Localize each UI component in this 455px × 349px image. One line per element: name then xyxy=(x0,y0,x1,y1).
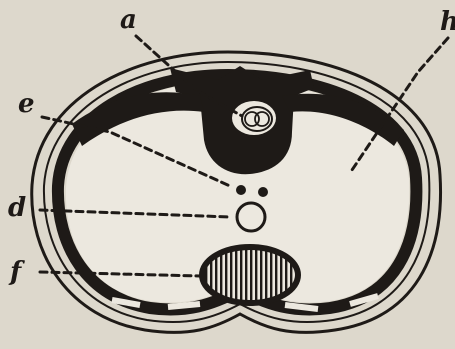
paired-dot-right xyxy=(258,187,268,197)
label-d: d xyxy=(8,193,26,223)
wall-gap-mid-left xyxy=(168,304,200,307)
paired-dot-left xyxy=(236,185,246,195)
label-h: h xyxy=(440,7,455,37)
label-e: e xyxy=(18,89,35,119)
circle-structure xyxy=(237,203,265,231)
label-f: f xyxy=(8,257,25,287)
wall-gap-mid-right xyxy=(285,305,318,309)
hatched-oval xyxy=(202,247,298,303)
label-a: a xyxy=(120,5,137,35)
